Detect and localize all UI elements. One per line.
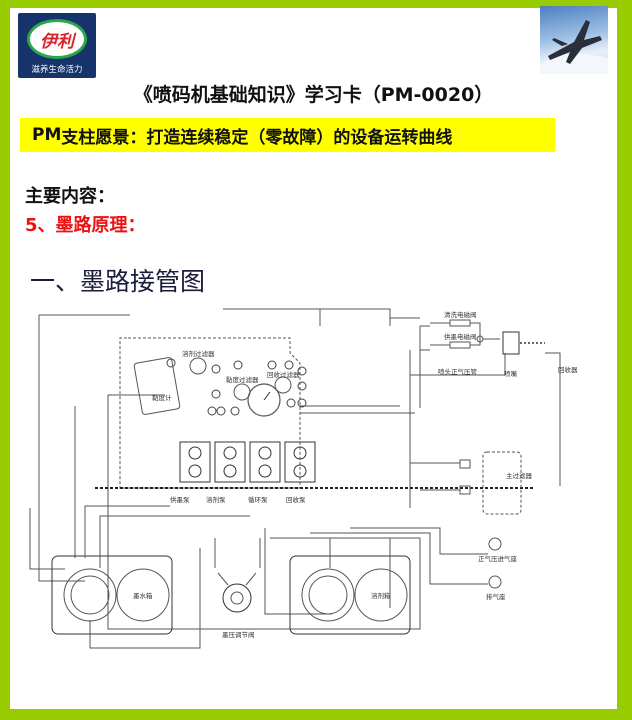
svg-text:清洗电磁阀: 清洗电磁阀: [444, 310, 477, 319]
svg-text:喷头正气压管: 喷头正气压管: [438, 367, 478, 376]
svg-text:溶剂箱: 溶剂箱: [371, 591, 391, 600]
banner-text: 支柱愿景：打造连续稳定（零故障）的设备运转曲线: [61, 127, 453, 148]
svg-text:溶剂泵: 溶剂泵: [206, 495, 226, 504]
section-heading: 5、墨路原理：: [25, 215, 146, 236]
main-content-heading: 主要内容：: [25, 186, 115, 207]
svg-text:供墨泵: 供墨泵: [170, 495, 190, 504]
svg-text:排气座: 排气座: [486, 592, 506, 601]
svg-text:回收泵: 回收泵: [286, 495, 306, 504]
svg-text:黏度过滤器: 黏度过滤器: [226, 375, 259, 384]
yili-logo: 伊利 滋养生命活力: [18, 13, 96, 78]
svg-text:循环泵: 循环泵: [248, 495, 268, 504]
page-title: 《喷码机基础知识》学习卡（PM-0020）: [133, 84, 494, 106]
logo-brand: 伊利: [40, 31, 74, 52]
jet-image-icon: [540, 20, 608, 74]
svg-text:回收过滤器: 回收过滤器: [267, 370, 300, 379]
svg-text:黏度计: 黏度计: [152, 393, 172, 402]
logo-slogan: 滋养生命活力: [31, 65, 83, 75]
svg-text:墨压调节阀: 墨压调节阀: [222, 630, 255, 639]
svg-text:正气压进气座: 正气压进气座: [478, 554, 518, 563]
svg-text:墨水箱: 墨水箱: [133, 591, 153, 600]
svg-text:回收器: 回收器: [558, 365, 578, 374]
banner-prefix: PM: [32, 125, 62, 145]
diagram-title: 一、墨路接管图: [30, 267, 206, 296]
svg-text:供墨电磁阀: 供墨电磁阀: [444, 332, 477, 341]
logo-oval: 伊利: [27, 19, 87, 59]
svg-text:溶剂过滤器: 溶剂过滤器: [182, 349, 215, 358]
svg-text:喷嘴: 喷嘴: [504, 369, 518, 378]
svg-text:主过滤器: 主过滤器: [506, 471, 533, 480]
jet-photo: [540, 6, 608, 74]
ink-circuit-diagram: 溶剂过滤器 黏度计 黏度过滤器 回收过滤器 清洗电磁阀 供墨电磁阀 喷头正气压管…: [29, 308, 578, 649]
